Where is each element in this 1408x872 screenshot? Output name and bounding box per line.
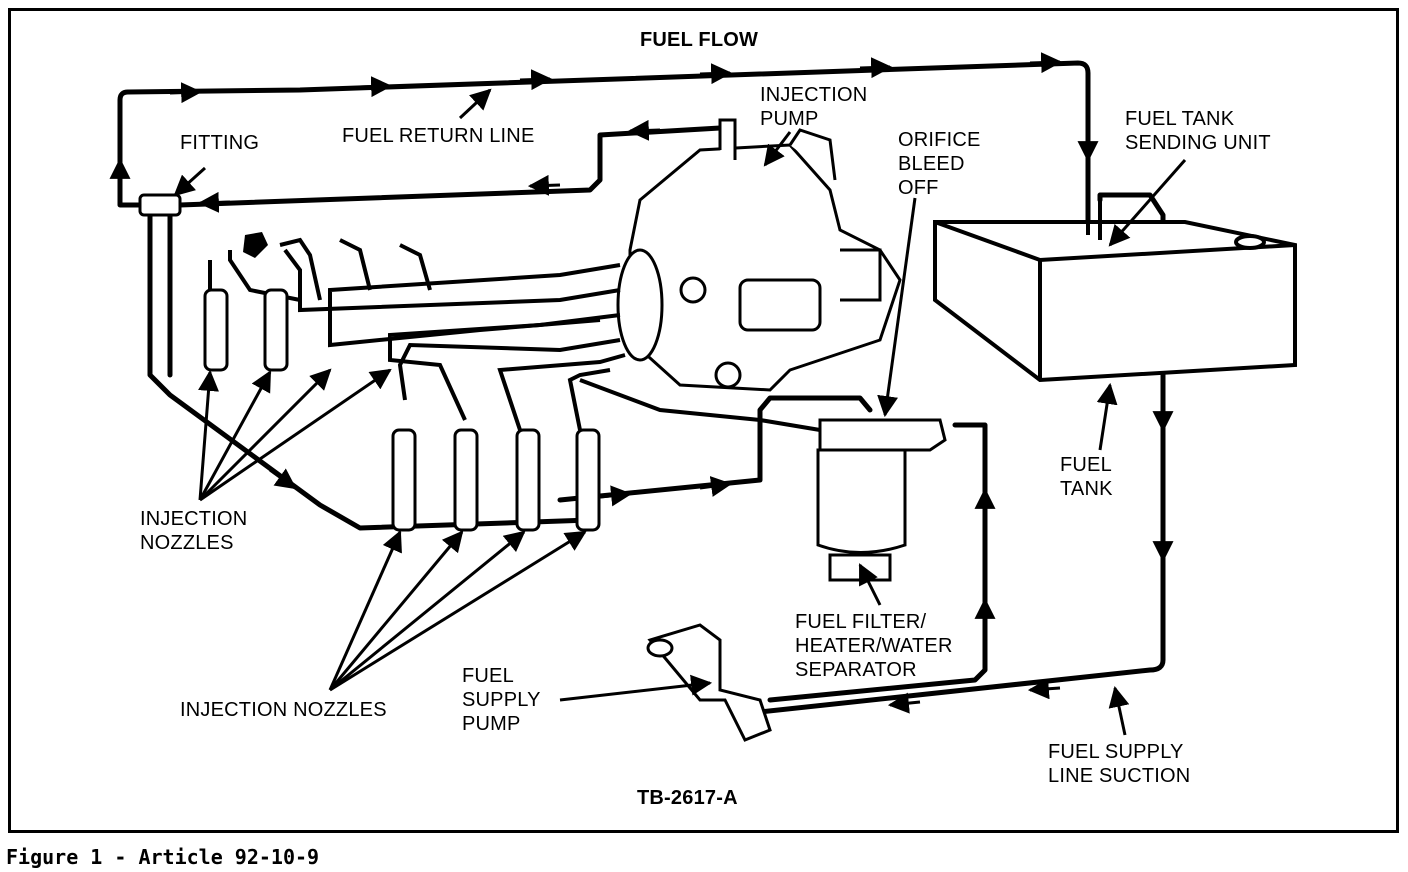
fitting-label: FITTING xyxy=(180,132,260,154)
figure-id: TB-2617-A xyxy=(637,787,738,809)
injection-nozzles-upper xyxy=(203,288,289,372)
fuel-tank-sending-unit-label: FUEL TANK SENDING UNIT xyxy=(1125,108,1271,154)
fuel-return-line-label: FUEL RETURN LINE xyxy=(342,125,535,147)
fuel-supply-line-suction-label: FUEL SUPPLY LINE SUCTION xyxy=(1048,741,1191,787)
figure-frame xyxy=(8,8,1399,833)
injection-pump xyxy=(616,118,902,392)
fuel-supply-line-suction xyxy=(757,192,1166,715)
injection-nozzles-left-label: INJECTION NOZZLES xyxy=(140,508,248,554)
injection-pump-label: INJECTION PUMP xyxy=(760,84,868,130)
fuel-tank-label: FUEL TANK xyxy=(1060,454,1113,500)
figure-caption: Figure 1 - Article 92-10-9 xyxy=(6,845,320,869)
pump-to-filter-line xyxy=(767,422,988,703)
diagram-title: FUEL FLOW xyxy=(640,29,759,51)
fuel-filter xyxy=(816,418,947,582)
injection-nozzles-lower xyxy=(391,428,601,532)
injection-nozzles-bottom-label: INJECTION NOZZLES xyxy=(180,699,387,721)
fuel-supply-pump-label: FUEL SUPPLY PUMP xyxy=(462,665,541,735)
fitting xyxy=(138,193,182,217)
fuel-tank xyxy=(933,220,1297,383)
orifice-bleed-off-label: ORIFICE BLEED OFF xyxy=(898,129,981,199)
fuel-return-line xyxy=(117,60,1091,238)
fuel-filter-label: FUEL FILTER/ HEATER/WATER SEPARATOR xyxy=(795,611,953,681)
